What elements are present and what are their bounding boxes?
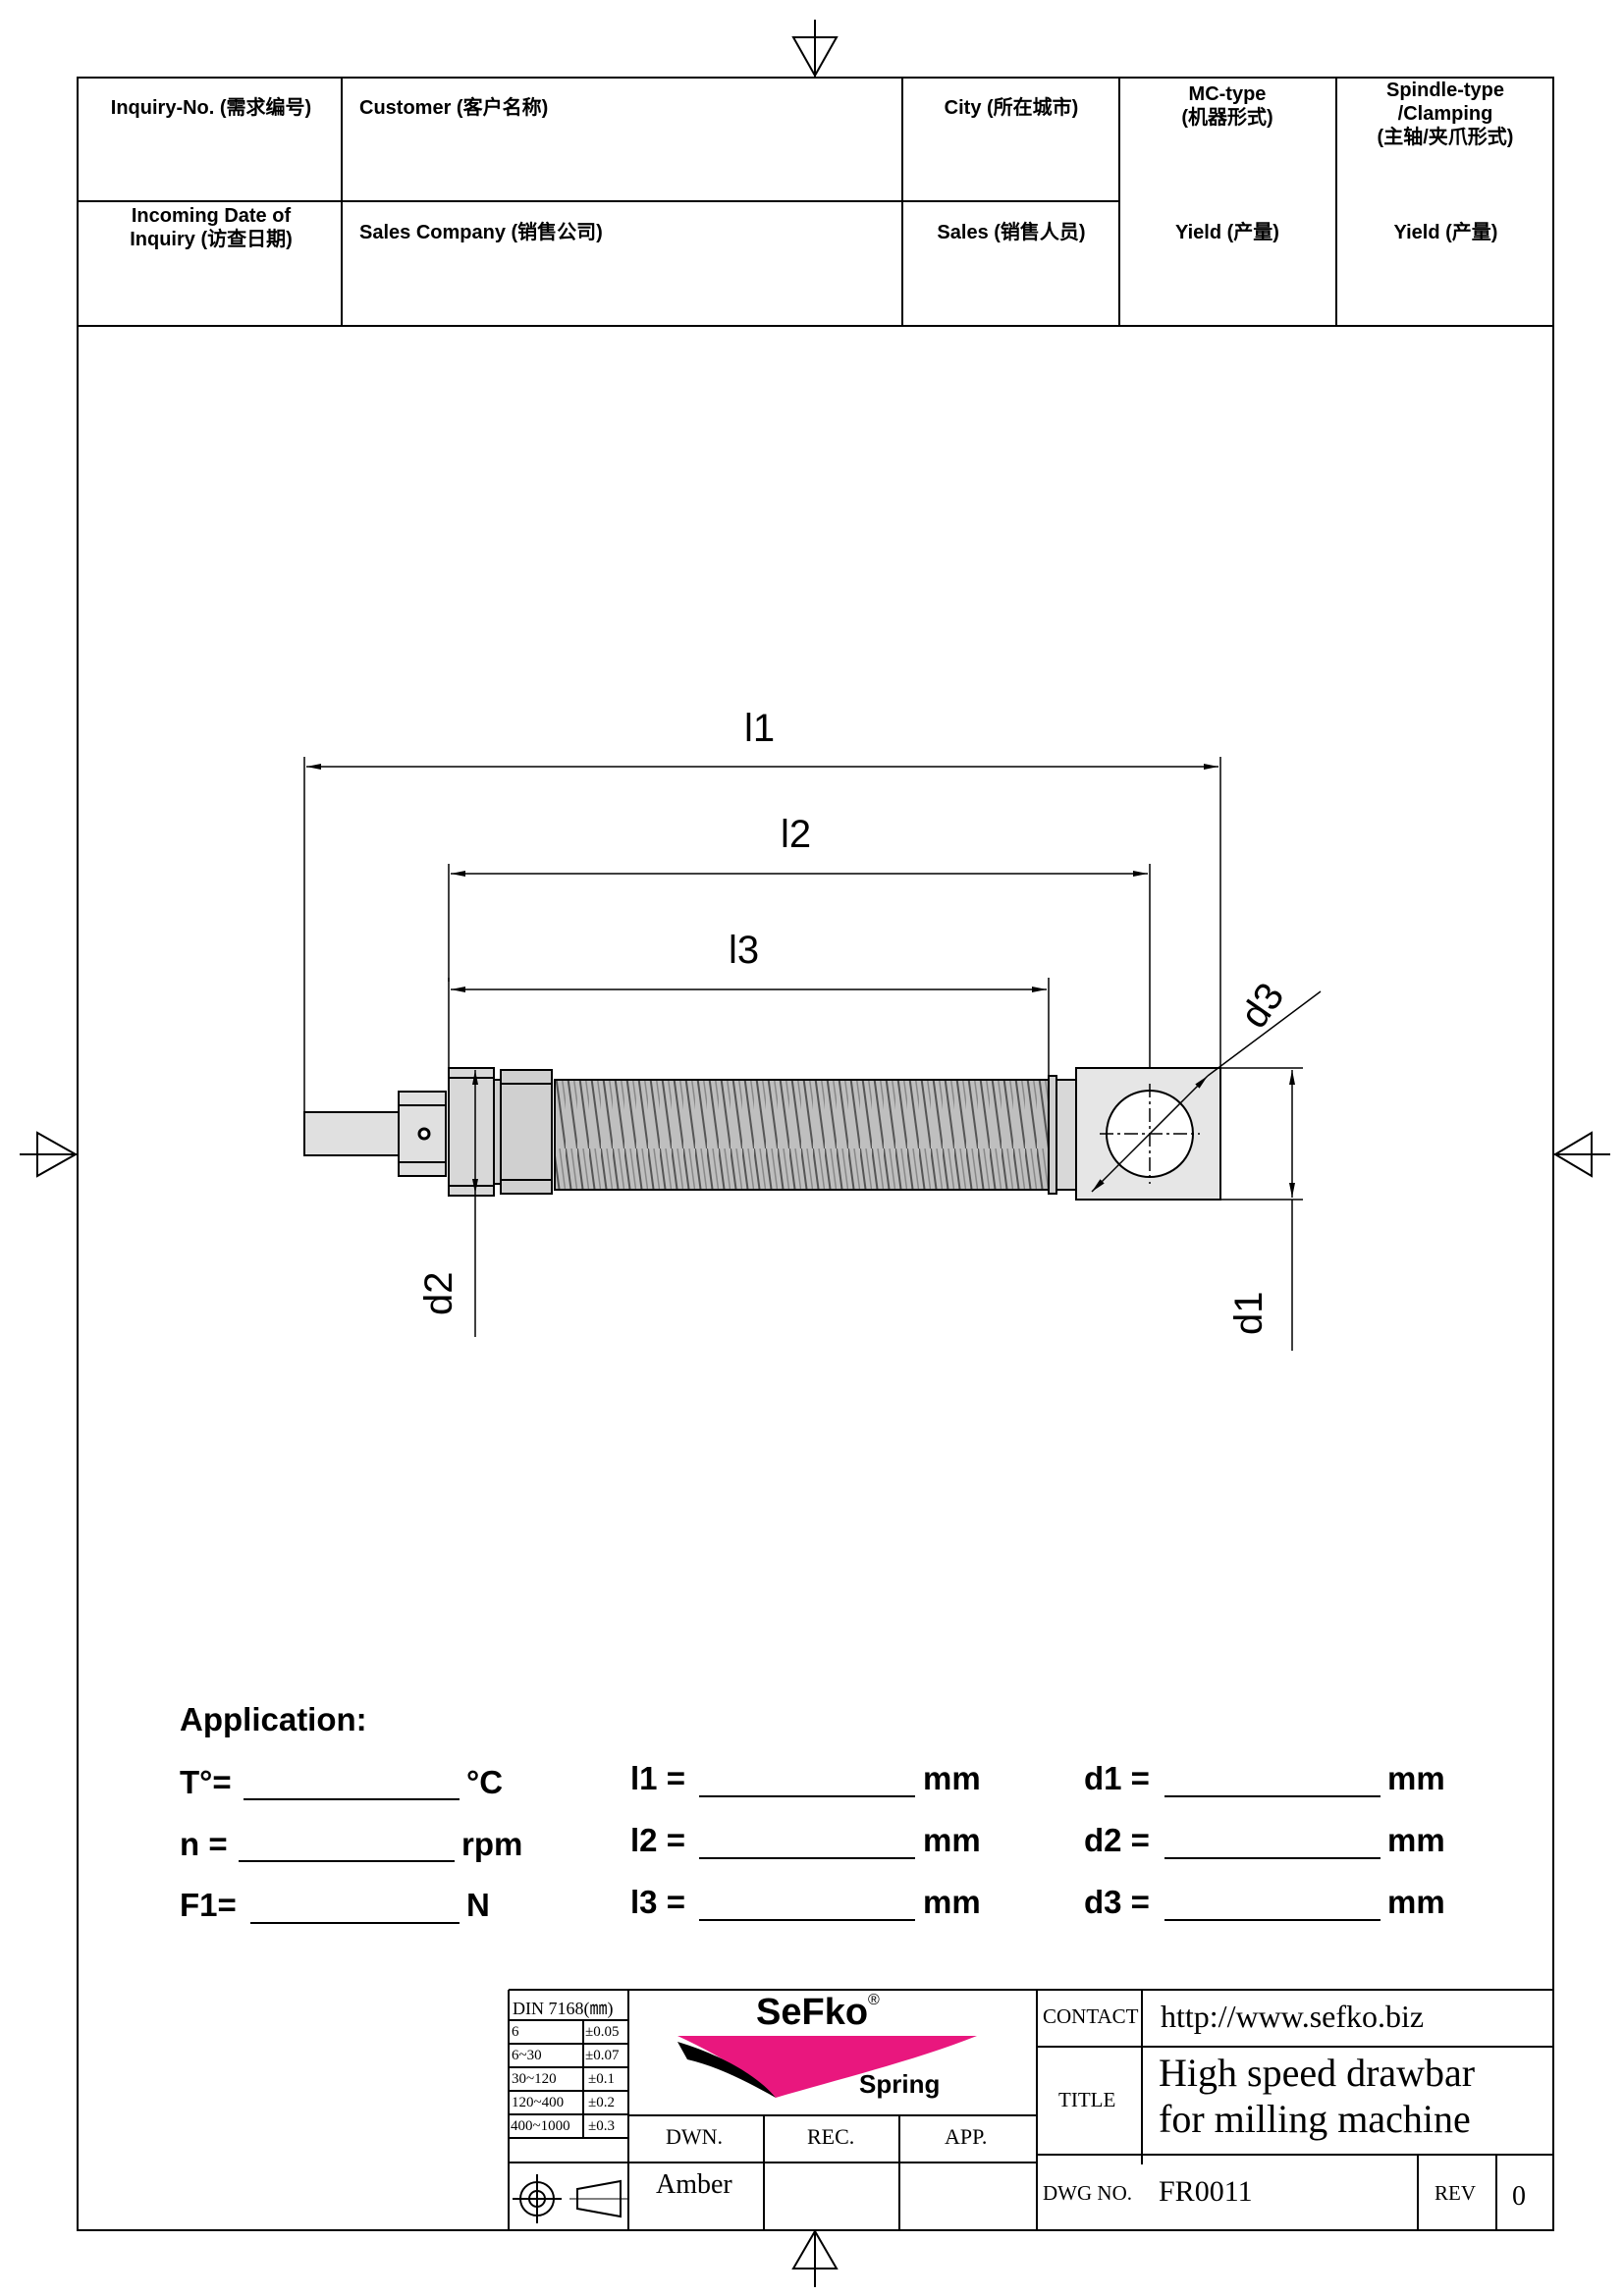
drawbar-part (303, 1067, 1221, 1201)
application-title: Application: (180, 1701, 367, 1737)
projection-symbol-icon (513, 2174, 628, 2223)
din-range: 400~1000 (511, 2118, 570, 2134)
nut-hole (417, 1127, 431, 1141)
dwg-value: FR0011 (1159, 2175, 1253, 2208)
centering-mark-top (791, 20, 839, 79)
header-spindle-type: Spindle-type/Clamping(主轴/夹爪形式) (1377, 80, 1514, 148)
centering-mark-left (20, 1131, 79, 1178)
header-grid (78, 78, 1553, 327)
dim-label-l3: l3 (729, 929, 760, 972)
field-label-temp: T°= (180, 1764, 232, 1800)
pin (303, 1111, 400, 1156)
header-sales-company: Sales Company (销售公司) (359, 222, 603, 243)
contact-value[interactable]: http://www.sefko.biz (1161, 1999, 1425, 2034)
din-table-title: DIN 7168(㎜) (513, 1999, 614, 2018)
field-label-force: F1= (180, 1887, 237, 1923)
field-label-speed: n = (180, 1826, 228, 1862)
header-yield-1: Yield (产量) (1175, 222, 1279, 243)
field-unit-l2: mm (923, 1822, 981, 1858)
sefko-logo: SeFko® (756, 1992, 880, 2034)
din-range: 6~30 (512, 2048, 542, 2063)
din-range: 120~400 (512, 2095, 565, 2110)
field-unit-force: N (466, 1887, 490, 1923)
field-label-d1: d1 = (1084, 1760, 1150, 1796)
title-block-grid (508, 1989, 1553, 2230)
dim-label-d1: d1 (1227, 1291, 1271, 1336)
header-mc-type: MC-type(机器形式) (1181, 83, 1273, 129)
field-label-l2: l2 = (630, 1822, 685, 1858)
din-tol: ±0.07 (585, 2048, 620, 2063)
rec-label: REC. (807, 2124, 855, 2149)
header-yield-2: Yield (产量) (1393, 222, 1498, 243)
logo-brand: SeFko (756, 1992, 869, 2033)
din-range: 6 (512, 2024, 519, 2040)
dim-d3-line (1091, 1075, 1209, 1193)
field-unit-d1: mm (1387, 1760, 1445, 1796)
app-label: APP. (945, 2124, 988, 2149)
centering-mark-bottom (791, 2229, 839, 2287)
field-unit-temp: °C (466, 1764, 504, 1800)
title-line2: for milling machine (1159, 2097, 1471, 2141)
din-tol: ±0.3 (588, 2118, 615, 2134)
application-fields (239, 1795, 1380, 1924)
dimension-lines (303, 757, 1322, 1351)
header-inquiry-no: Inquiry-No. (需求编号) (110, 97, 312, 119)
rev-label: REV (1435, 2181, 1476, 2205)
dwn-label: DWN. (666, 2124, 724, 2149)
logo-registered: ® (868, 1992, 880, 2008)
sefko-logo-swoosh (677, 2036, 977, 2098)
field-label-d2: d2 = (1084, 1822, 1150, 1858)
field-unit-d2: mm (1387, 1822, 1445, 1858)
din-tol: ±0.05 (585, 2024, 620, 2040)
header-sales: Sales (销售人员) (937, 222, 1086, 243)
header-customer: Customer (客户名称) (359, 97, 549, 119)
field-unit-d3: mm (1387, 1884, 1445, 1920)
dim-label-d2: d2 (417, 1271, 460, 1316)
threaded-body (554, 1079, 1050, 1191)
collar (500, 1069, 553, 1195)
header-city: City (所在城市) (944, 97, 1079, 119)
dwn-value: Amber (656, 2169, 732, 2200)
contact-label: CONTACT (1043, 2004, 1139, 2028)
field-label-l1: l1 = (630, 1760, 685, 1796)
field-unit-l3: mm (923, 1884, 981, 1920)
logo-sub: Spring (859, 2069, 941, 2099)
centering-mark-right (1553, 1131, 1610, 1178)
flange (448, 1067, 495, 1197)
dim-label-l2: l2 (781, 813, 812, 856)
field-label-d3: d3 = (1084, 1884, 1150, 1920)
field-unit-speed: rpm (461, 1826, 523, 1862)
field-unit-l1: mm (923, 1760, 981, 1796)
title-line1: High speed drawbar (1159, 2051, 1476, 2095)
dim-label-l1: l1 (744, 707, 776, 750)
din-tol: ±0.1 (588, 2071, 615, 2087)
din-tol: ±0.2 (588, 2095, 615, 2110)
rev-value: 0 (1512, 2181, 1526, 2212)
title-label: TITLE (1058, 2088, 1116, 2111)
dwg-label: DWG NO. (1043, 2181, 1132, 2205)
din-range: 30~120 (512, 2071, 557, 2087)
field-label-l3: l3 = (630, 1884, 685, 1920)
